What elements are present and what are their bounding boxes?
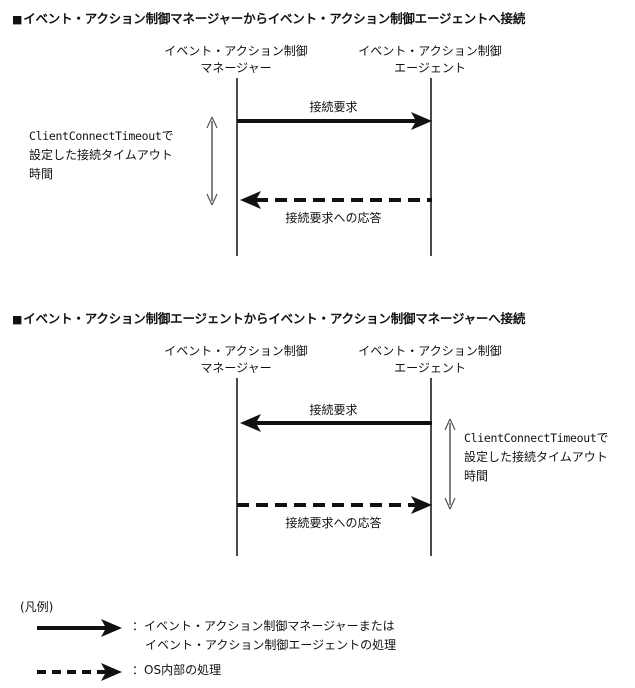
lifeline-agent-1 bbox=[430, 78, 432, 256]
lifeline-header-line2: エージェント bbox=[394, 61, 466, 75]
lifeline-manager-2 bbox=[236, 378, 238, 556]
message-label-request-2: 接続要求 bbox=[309, 403, 358, 417]
legend-colon: ： bbox=[132, 663, 145, 677]
section-header-2: ■イベント・アクション制御エージェントからイベント・アクション制御マネージャーへ… bbox=[12, 308, 525, 327]
section-marker-icon: ■ bbox=[12, 13, 23, 26]
timeout-label-line1: ClientConnectTimeoutで bbox=[464, 429, 609, 448]
timeout-bracket-2 bbox=[444, 418, 456, 510]
legend-colon: ： bbox=[132, 619, 145, 633]
timeout-param-name: ClientConnectTimeout bbox=[29, 129, 162, 143]
legend-entry-line1-text: OS内部の処理 bbox=[144, 663, 222, 677]
lifeline-header-line2: エージェント bbox=[394, 361, 466, 375]
section-marker-icon: ■ bbox=[12, 313, 23, 326]
message-label-response-2: 接続要求への応答 bbox=[285, 516, 382, 530]
legend-entry-line1: ：OS内部の処理 bbox=[132, 661, 221, 680]
lifeline-header-line2: マネージャー bbox=[200, 61, 272, 75]
legend-entry-solid-text: ：イベント・アクション制御マネージャーまたは イベント・アクション制御エージェン… bbox=[132, 617, 396, 655]
legend-entry-line1: ：イベント・アクション制御マネージャーまたは bbox=[132, 617, 396, 636]
lifeline-header-manager-1: イベント・アクション制御 マネージャー bbox=[136, 43, 336, 77]
section-title-text: イベント・アクション制御エージェントからイベント・アクション制御マネージャーへ接… bbox=[23, 311, 526, 326]
lifeline-header-agent-2: イベント・アクション制御 エージェント bbox=[330, 343, 530, 377]
timeout-label-line2: 設定した接続タイムアウト bbox=[464, 450, 608, 464]
legend-title: (凡例) bbox=[20, 600, 54, 614]
legend-entry-line1-text: イベント・アクション制御マネージャーまたは bbox=[144, 619, 395, 633]
timeout-label-line3: 時間 bbox=[464, 469, 489, 483]
timeout-label-2: ClientConnectTimeoutで 設定した接続タイムアウト 時間 bbox=[464, 429, 609, 486]
legend-arrow-solid-icon bbox=[37, 619, 122, 637]
lifeline-header-line1: イベント・アクション制御 bbox=[358, 44, 502, 58]
message-arrow-request-2 bbox=[240, 414, 432, 432]
message-arrow-response-2 bbox=[237, 496, 432, 514]
message-label-request-1: 接続要求 bbox=[309, 100, 358, 114]
message-label-response-1: 接続要求への応答 bbox=[285, 211, 382, 225]
message-arrow-response-1 bbox=[240, 191, 432, 209]
timeout-label-line1: ClientConnectTimeoutで bbox=[29, 127, 174, 146]
lifeline-header-agent-1: イベント・アクション制御 エージェント bbox=[330, 43, 530, 77]
timeout-label-line2: 設定した接続タイムアウト bbox=[29, 148, 173, 162]
lifeline-header-manager-2: イベント・アクション制御 マネージャー bbox=[136, 343, 336, 377]
lifeline-header-line1: イベント・アクション制御 bbox=[164, 344, 308, 358]
timeout-label-line3: 時間 bbox=[29, 167, 54, 181]
timeout-label-1: ClientConnectTimeoutで 設定した接続タイムアウト 時間 bbox=[29, 127, 174, 184]
timeout-param-name: ClientConnectTimeout bbox=[464, 431, 597, 445]
lifeline-header-line1: イベント・アクション制御 bbox=[164, 44, 308, 58]
timeout-bracket-1 bbox=[206, 116, 218, 206]
message-arrow-request-1 bbox=[237, 112, 432, 130]
timeout-line1-suffix: で bbox=[596, 431, 609, 445]
legend-entry-dashed-text: ：OS内部の処理 bbox=[132, 661, 221, 680]
legend-entry-line2: イベント・アクション制御エージェントの処理 bbox=[145, 638, 397, 652]
legend-arrow-dashed-icon bbox=[37, 663, 122, 681]
section-header-1: ■イベント・アクション制御マネージャーからイベント・アクション制御エージェントへ… bbox=[12, 8, 525, 27]
lifeline-agent-2 bbox=[430, 378, 432, 556]
timeout-line1-suffix: で bbox=[161, 129, 174, 143]
lifeline-header-line2: マネージャー bbox=[200, 361, 272, 375]
section-title-text: イベント・アクション制御マネージャーからイベント・アクション制御エージェントへ接… bbox=[23, 11, 526, 26]
lifeline-manager-1 bbox=[236, 78, 238, 256]
lifeline-header-line1: イベント・アクション制御 bbox=[358, 344, 502, 358]
